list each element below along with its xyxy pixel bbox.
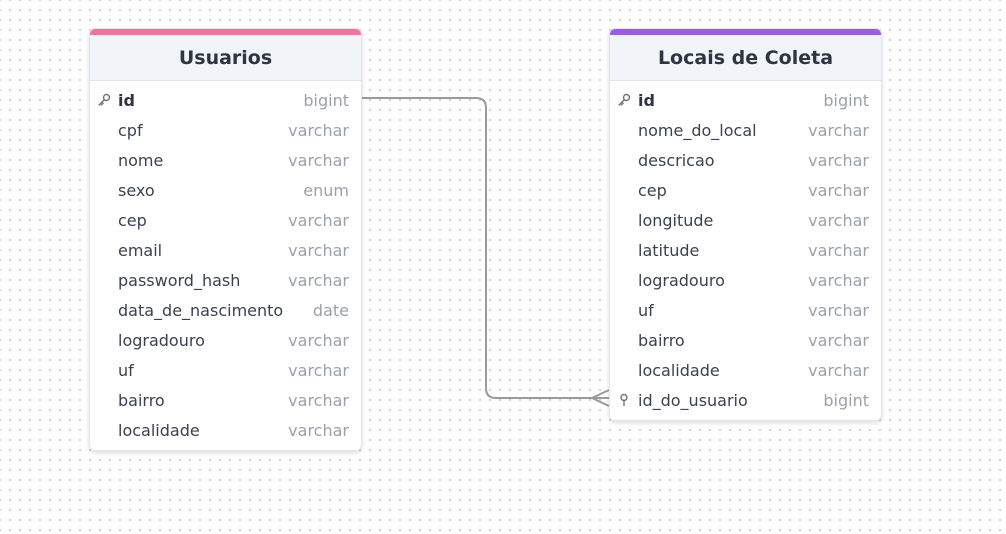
field-list: id bigint cpf varchar nome varchar sexo …	[90, 81, 361, 450]
field-name: bairro	[638, 330, 685, 350]
field-type: varchar	[288, 210, 349, 230]
field-row-uf[interactable]: uf varchar	[610, 295, 881, 325]
table-usuarios[interactable]: Usuarios id bigint cpf varchar nome varc…	[89, 28, 362, 451]
field-name: email	[118, 240, 163, 260]
field-row-logradouro[interactable]: logradouro varchar	[90, 325, 361, 355]
field-type: varchar	[288, 270, 349, 290]
crows-foot-icon	[589, 389, 610, 407]
field-type: varchar	[808, 180, 869, 200]
field-name: uf	[638, 300, 654, 320]
key-icon	[610, 93, 638, 107]
field-type: varchar	[808, 360, 869, 380]
field-type: bigint	[823, 90, 869, 110]
field-type: varchar	[808, 210, 869, 230]
field-row-descricao[interactable]: descricao varchar	[610, 145, 881, 175]
field-type: varchar	[288, 390, 349, 410]
field-name: logradouro	[638, 270, 725, 290]
field-list: id bigint nome_do_local varchar descrica…	[610, 81, 881, 420]
field-row-localidade[interactable]: localidade varchar	[610, 355, 881, 385]
field-row-cpf[interactable]: cpf varchar	[90, 115, 361, 145]
table-locais-de-coleta[interactable]: Locais de Coleta id bigint nome_do_local…	[609, 28, 882, 421]
field-name: id	[118, 90, 135, 110]
table-accent-bar	[90, 29, 361, 35]
field-name: sexo	[118, 180, 155, 200]
field-name: uf	[118, 360, 134, 380]
foreign-key-icon	[610, 393, 638, 407]
field-row-sexo[interactable]: sexo enum	[90, 175, 361, 205]
field-row-data-de-nascimento[interactable]: data_de_nascimento date	[90, 295, 361, 325]
field-type: varchar	[288, 150, 349, 170]
field-type: enum	[303, 180, 349, 200]
field-type: varchar	[808, 300, 869, 320]
field-row-longitude[interactable]: longitude varchar	[610, 205, 881, 235]
key-icon	[90, 93, 118, 107]
field-type: varchar	[808, 330, 869, 350]
field-type: bigint	[303, 90, 349, 110]
field-row-id[interactable]: id bigint	[90, 85, 361, 115]
field-name: cpf	[118, 120, 143, 140]
field-name: password_hash	[118, 270, 241, 290]
field-row-cep[interactable]: cep varchar	[610, 175, 881, 205]
field-row-uf[interactable]: uf varchar	[90, 355, 361, 385]
field-name: id_do_usuario	[638, 390, 748, 410]
field-type: varchar	[288, 360, 349, 380]
field-type: varchar	[808, 150, 869, 170]
field-type: varchar	[288, 120, 349, 140]
field-name: latitude	[638, 240, 700, 260]
field-name: id	[638, 90, 655, 110]
table-title[interactable]: Locais de Coleta	[610, 35, 881, 81]
field-row-id[interactable]: id bigint	[610, 85, 881, 115]
field-type: bigint	[823, 390, 869, 410]
field-row-email[interactable]: email varchar	[90, 235, 361, 265]
field-name: longitude	[638, 210, 714, 230]
field-name: bairro	[118, 390, 165, 410]
field-type: varchar	[288, 330, 349, 350]
field-type: varchar	[288, 240, 349, 260]
field-name: nome_do_local	[638, 120, 757, 140]
field-type: varchar	[288, 420, 349, 440]
table-title[interactable]: Usuarios	[90, 35, 361, 81]
field-row-logradouro[interactable]: logradouro varchar	[610, 265, 881, 295]
field-row-bairro[interactable]: bairro varchar	[90, 385, 361, 415]
field-row-localidade[interactable]: localidade varchar	[90, 415, 361, 445]
field-name: cep	[118, 210, 147, 230]
field-name: localidade	[118, 420, 200, 440]
field-name: nome	[118, 150, 164, 170]
field-name: descricao	[638, 150, 715, 170]
field-type: varchar	[808, 120, 869, 140]
field-type: varchar	[808, 240, 869, 260]
field-row-password-hash[interactable]: password_hash varchar	[90, 265, 361, 295]
field-type: varchar	[808, 270, 869, 290]
field-name: logradouro	[118, 330, 205, 350]
table-accent-bar	[610, 29, 881, 35]
field-row-nome[interactable]: nome varchar	[90, 145, 361, 175]
relationship-line[interactable]	[361, 97, 609, 399]
field-row-latitude[interactable]: latitude varchar	[610, 235, 881, 265]
field-name: cep	[638, 180, 667, 200]
field-name: localidade	[638, 360, 720, 380]
field-row-id-do-usuario[interactable]: id_do_usuario bigint	[610, 385, 881, 415]
field-row-nome-do-local[interactable]: nome_do_local varchar	[610, 115, 881, 145]
field-type: date	[312, 300, 349, 320]
field-row-bairro[interactable]: bairro varchar	[610, 325, 881, 355]
field-name: data_de_nascimento	[118, 300, 284, 320]
field-row-cep[interactable]: cep varchar	[90, 205, 361, 235]
